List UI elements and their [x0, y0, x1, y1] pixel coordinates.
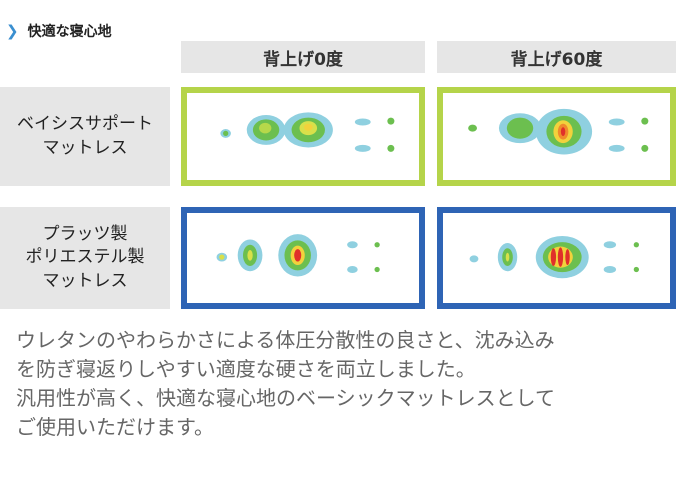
pressure-map-polyester-60deg	[437, 207, 676, 309]
pressure-map-image	[216, 234, 380, 277]
pressure-map-basis-60deg	[437, 87, 676, 186]
chevron-right-icon: ❯	[6, 21, 19, 40]
pressure-map-image	[469, 235, 639, 279]
pressure-blob	[216, 234, 380, 277]
pressure-map-image	[468, 108, 649, 155]
column-header-60deg: 背上げ60度	[437, 41, 676, 73]
pressure-map-basis-0deg	[181, 87, 425, 186]
pressure-map-image	[220, 112, 395, 152]
section-heading: ❯ 快適な寝心地	[6, 20, 112, 42]
pressure-blob	[468, 108, 649, 155]
description: ウレタンのやわらかさによる体圧分散性の良さと、沈み込み を防ぎ寝返りしやすい適度…	[16, 326, 676, 442]
description-line: 汎用性が高く、快適な寝心地のベーシックマットレスとして	[16, 386, 555, 410]
pressure-blob	[469, 235, 639, 279]
pressure-blob	[220, 112, 395, 152]
pressure-map-polyester-0deg	[181, 207, 425, 309]
description-line: を防ぎ寝返りしやすい適度な硬さを両立しました。	[16, 357, 476, 381]
description-line: ウレタンのやわらかさによる体圧分散性の良さと、沈み込み	[16, 328, 555, 352]
row-header-polyester: プラッツ製 ポリエステル製 マットレス	[0, 207, 170, 309]
section-title: 快適な寝心地	[27, 24, 112, 40]
row-header-basis: ベイシスサポート マットレス	[0, 87, 170, 186]
description-line: ご使用いただけます。	[16, 415, 214, 439]
column-header-0deg: 背上げ0度	[181, 41, 425, 73]
